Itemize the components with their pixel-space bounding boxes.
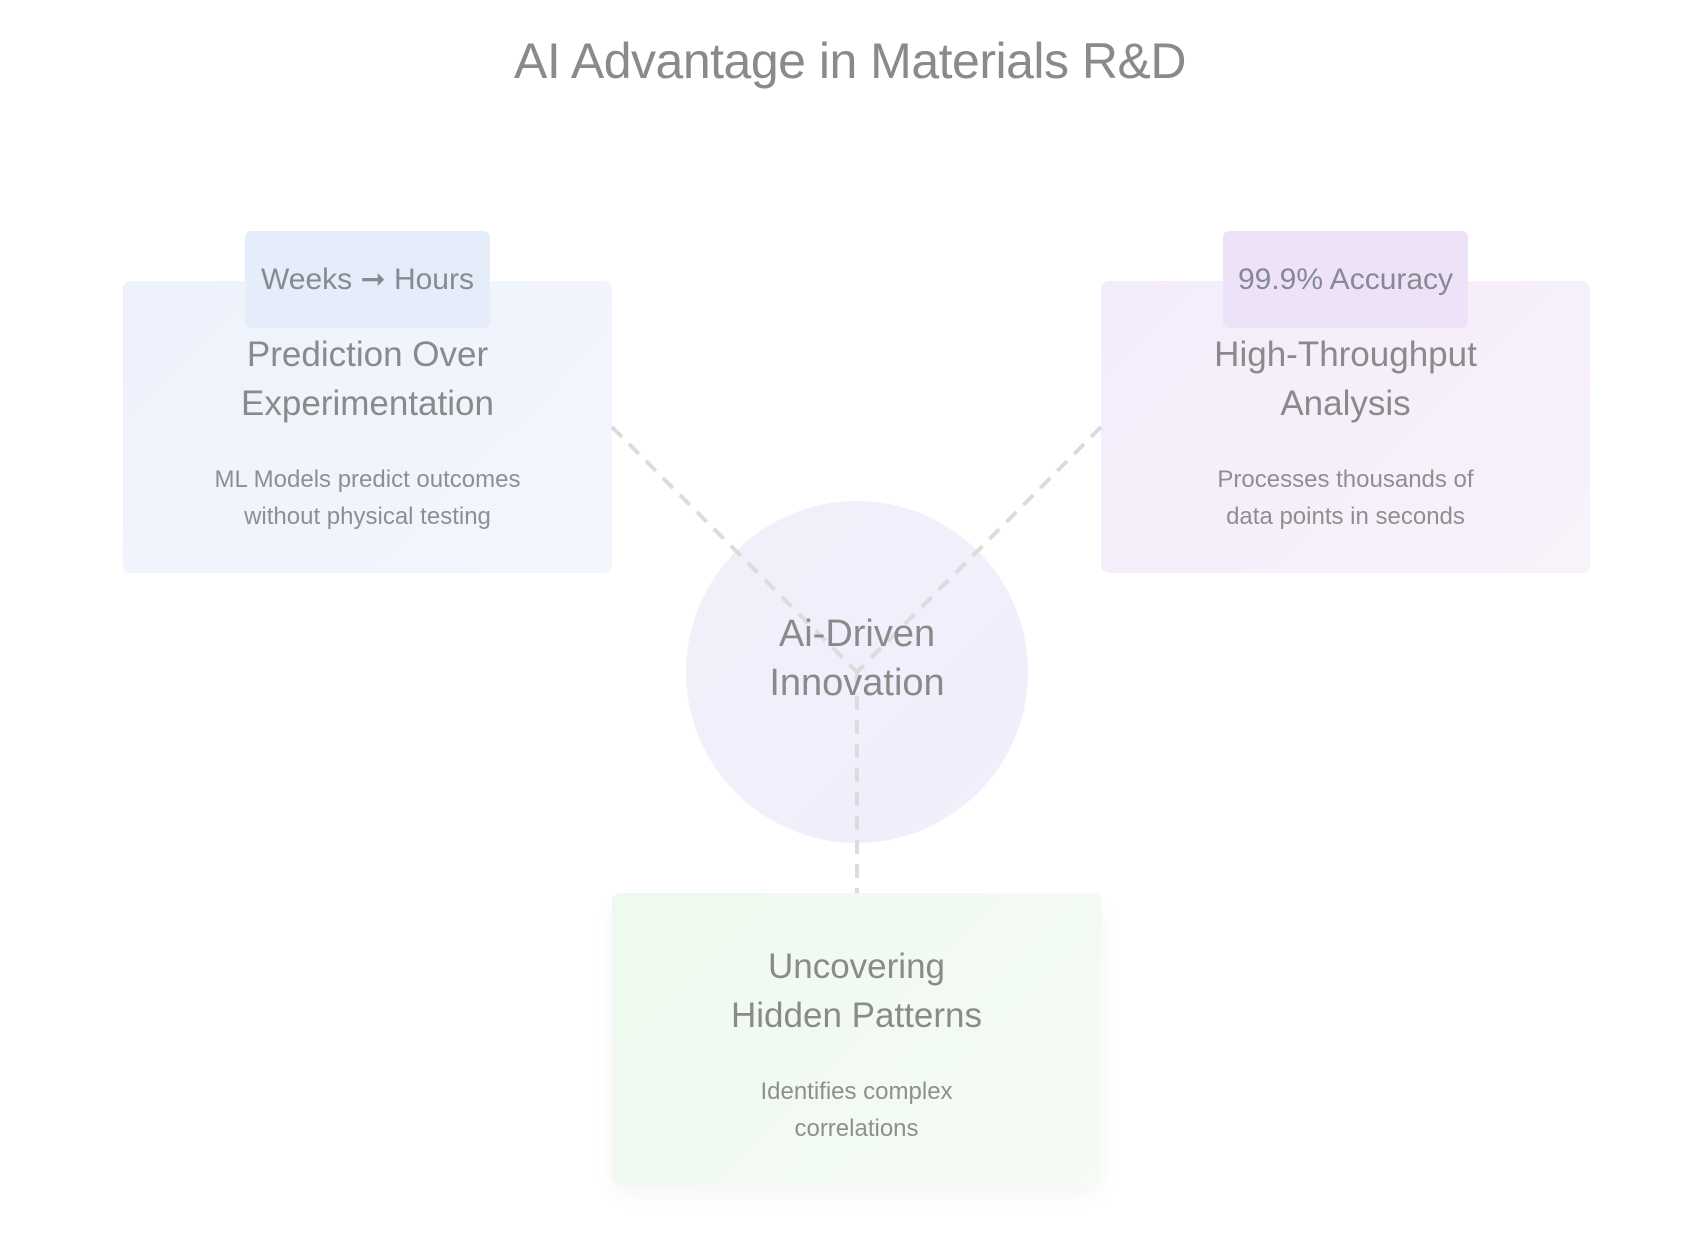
patterns-description: Identifies complex correlations <box>760 1078 953 1142</box>
throughput-card <box>1101 281 1590 573</box>
connector-prediction <box>610 425 859 674</box>
throughput-badge: 99.9% Accuracy <box>1223 231 1468 328</box>
patterns-card <box>612 893 1101 1185</box>
prediction-description: ML Models predict outcomes without physi… <box>214 466 521 530</box>
prediction-title: Prediction Over Experimentation <box>241 335 494 423</box>
patterns-title: Uncovering Hidden Patterns <box>731 947 982 1035</box>
diagram-title: AI Advantage in Materials R&D <box>514 33 1186 89</box>
throughput-description: Processes thousands of data points in se… <box>1217 466 1474 530</box>
prediction-badge: Weeks ➞ Hours <box>245 231 490 328</box>
throughput-title: High-Throughput Analysis <box>1214 335 1477 423</box>
hub-label: Ai-Driven Innovation <box>769 613 945 704</box>
connector-throughput <box>855 425 1103 674</box>
prediction-card <box>123 281 612 573</box>
